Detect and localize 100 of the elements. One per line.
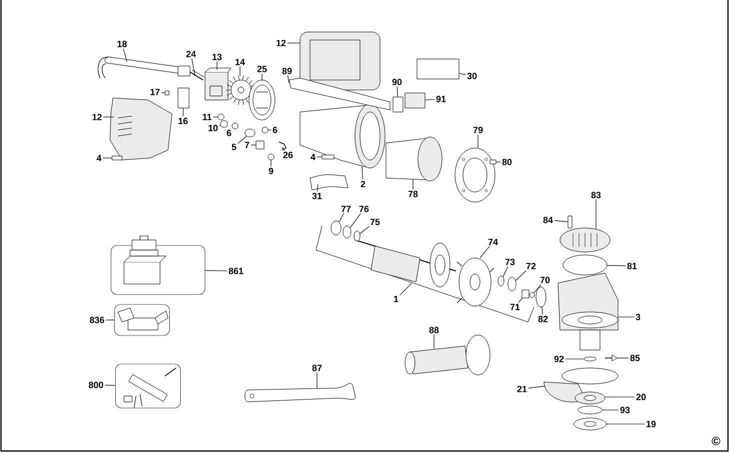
callout-number: 9 xyxy=(268,168,274,174)
leader-line xyxy=(250,144,256,146)
callout-number: 92 xyxy=(554,356,564,362)
accessory-box xyxy=(110,245,206,295)
part-drawing xyxy=(110,98,172,160)
callout-number: 77 xyxy=(341,206,351,212)
callout-number: 24 xyxy=(186,50,196,58)
part-drawing xyxy=(354,230,360,242)
part-drawing xyxy=(244,383,356,402)
leader-line xyxy=(360,226,370,234)
part-drawing xyxy=(404,92,426,108)
leader-line xyxy=(122,48,128,62)
leader-line xyxy=(542,306,543,315)
part-drawing xyxy=(256,140,264,150)
part-drawing xyxy=(568,216,572,228)
part-drawing xyxy=(416,58,460,80)
leader-line xyxy=(161,92,166,94)
callout-number: 16 xyxy=(178,118,188,124)
part-drawing xyxy=(404,334,490,376)
part-drawing xyxy=(218,114,224,120)
callout-number: 79 xyxy=(473,126,483,134)
leader-line xyxy=(287,75,290,84)
callout-number: 70 xyxy=(540,276,550,284)
leader-line xyxy=(412,178,414,190)
callout-number: 4 xyxy=(310,154,316,160)
callout-number: 800 xyxy=(88,382,104,388)
leader-line xyxy=(192,58,196,76)
callout-number: 3 xyxy=(636,314,640,320)
leader-line xyxy=(212,116,218,118)
leader-line xyxy=(515,270,526,281)
callout-number: 78 xyxy=(408,190,418,198)
callout-number: 2 xyxy=(360,180,366,188)
part-drawing xyxy=(604,354,618,362)
callout-number: 93 xyxy=(620,406,630,414)
leader-line xyxy=(316,372,318,390)
leader-line xyxy=(528,386,546,388)
callout-number: 18 xyxy=(118,40,127,48)
callout-number: 83 xyxy=(591,192,601,198)
part-drawing xyxy=(562,254,608,276)
accessory-box xyxy=(115,364,181,408)
callout-number: 84 xyxy=(543,216,553,224)
callout-number: 10 xyxy=(208,124,218,132)
part-drawing xyxy=(392,96,404,112)
leader-line xyxy=(424,99,435,100)
leader-line xyxy=(282,146,285,151)
part-drawing xyxy=(190,70,204,80)
part-drawing xyxy=(560,228,610,252)
leader-line xyxy=(338,213,344,222)
part-drawing xyxy=(244,128,256,138)
part-drawing xyxy=(544,368,618,402)
part-drawing xyxy=(178,88,190,108)
part-drawing xyxy=(354,240,456,288)
callout-number: 89 xyxy=(282,68,292,74)
part-drawing xyxy=(574,392,606,404)
callout-number: 1 xyxy=(394,296,398,302)
callout-number: 81 xyxy=(627,262,637,270)
part-drawing xyxy=(300,104,386,168)
leader-line xyxy=(205,270,228,272)
callout-number: 82 xyxy=(538,316,548,322)
part-drawing xyxy=(330,220,342,236)
callout-number: 30 xyxy=(467,72,477,80)
leader-line xyxy=(604,396,635,398)
callout-number: 80 xyxy=(502,158,512,166)
callout-number: 73 xyxy=(505,258,515,266)
part-drawing xyxy=(490,160,496,164)
leader-line xyxy=(216,61,218,70)
callout-number: 14 xyxy=(236,58,245,66)
callout-number: 85 xyxy=(630,354,640,362)
part-drawing xyxy=(456,258,494,306)
part-drawing xyxy=(300,32,380,90)
callout-number: 861 xyxy=(228,268,244,274)
part-drawing xyxy=(204,68,232,100)
accessory-box xyxy=(114,304,170,336)
callout-number: 4 xyxy=(96,154,102,162)
leader-line xyxy=(458,73,466,75)
callout-number: 72 xyxy=(526,262,536,270)
leader-line xyxy=(400,282,412,296)
part-drawing xyxy=(578,406,602,414)
leader-line xyxy=(238,136,247,144)
leader-line xyxy=(270,160,272,167)
leader-line xyxy=(287,42,300,44)
leader-line xyxy=(103,116,114,118)
part-drawing xyxy=(232,122,238,130)
copyright-symbol: © xyxy=(712,436,720,446)
callout-number: 25 xyxy=(257,66,267,72)
callout-number: 76 xyxy=(359,206,369,212)
callout-number: 5 xyxy=(232,144,236,150)
callout-number: 71 xyxy=(510,304,520,310)
leader-line xyxy=(104,384,116,386)
part-drawing xyxy=(584,356,596,362)
part-drawing xyxy=(112,156,122,160)
part-drawing xyxy=(164,90,170,96)
leader-line xyxy=(565,358,584,360)
leader-line xyxy=(618,316,634,318)
part-drawing xyxy=(220,120,228,128)
part-drawing xyxy=(262,126,268,134)
part-drawing xyxy=(278,142,287,150)
leader-line xyxy=(182,108,184,117)
callout-number: 21 xyxy=(517,386,527,392)
leader-line xyxy=(350,213,361,228)
